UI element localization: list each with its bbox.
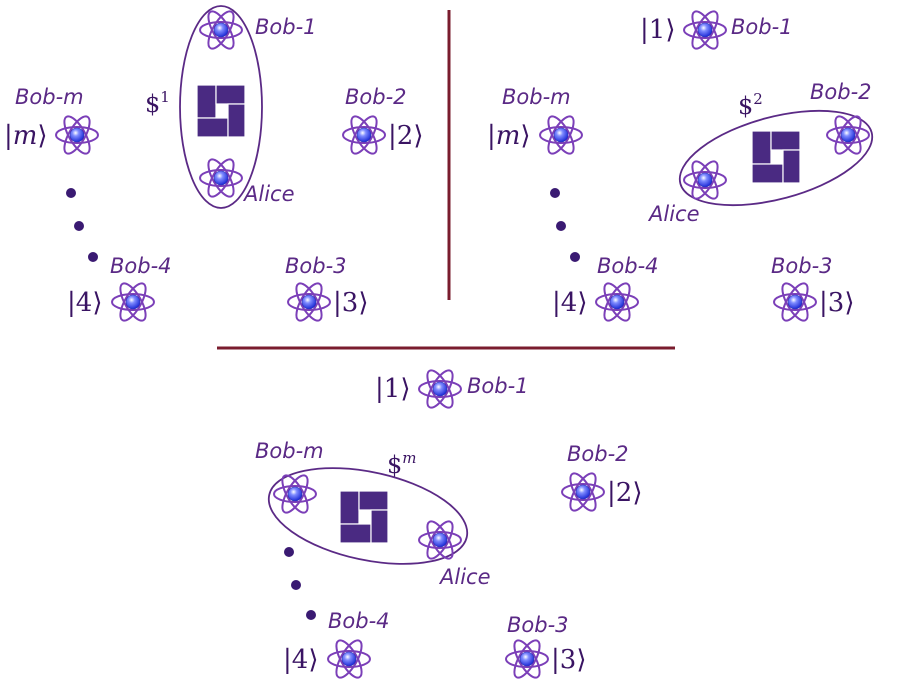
ket-4: |4⟩ xyxy=(67,288,102,318)
ellipsis-dot xyxy=(284,547,294,557)
bob-3-label: Bob-3 xyxy=(771,254,833,278)
atom-icon xyxy=(55,111,99,159)
alice-label: Alice xyxy=(438,565,491,589)
ket-m: |m⟩ xyxy=(4,121,48,151)
atom-icon xyxy=(595,278,639,326)
quantum-channel-box-icon xyxy=(339,490,389,544)
atom-icon xyxy=(418,516,462,564)
bob-3-label: Bob-3 xyxy=(507,613,569,637)
channel-symbol: $1 xyxy=(145,88,170,118)
bob-2-label: Bob-2 xyxy=(810,80,872,104)
ellipsis-dot xyxy=(291,580,301,590)
atom-icon xyxy=(342,111,386,159)
atom-icon xyxy=(683,6,727,54)
atom-icon xyxy=(418,365,462,413)
bob-3-label: Bob-3 xyxy=(285,254,347,278)
ellipsis-dot xyxy=(74,221,84,231)
ket-1: |1⟩ xyxy=(640,15,675,45)
ellipsis-dot xyxy=(570,252,580,262)
bob-m-label: Bob-m xyxy=(502,85,571,109)
bob-m-label: Bob-m xyxy=(15,85,84,109)
ket-4: |4⟩ xyxy=(283,645,318,675)
channel-ellipse xyxy=(678,109,874,207)
bob-2-label: Bob-2 xyxy=(345,85,407,109)
atom-icon xyxy=(539,111,583,159)
atom-icon xyxy=(287,278,331,326)
alice-label: Alice xyxy=(647,202,700,226)
atom-icon xyxy=(505,635,549,683)
atom-icon xyxy=(199,6,243,54)
panel-3: |1⟩ Bob-1 Bob-m $m Alice Bob-2 |2⟩ Bob-4… xyxy=(255,365,642,683)
bob-1-label: Bob-1 xyxy=(255,15,317,39)
channel-symbol: $m xyxy=(387,449,417,479)
ellipsis-dot xyxy=(556,221,566,231)
bob-m-label: Bob-m xyxy=(255,439,324,463)
atom-icon xyxy=(199,154,243,202)
quantum-channel-box-icon xyxy=(751,130,801,184)
ket-m: |m⟩ xyxy=(487,121,531,151)
panel-2: |1⟩ Bob-1 $2 Bob-2 Alice Bob-m |m⟩ Bob-4… xyxy=(487,6,874,326)
channel-ellipse xyxy=(179,5,263,209)
channel-ellipse xyxy=(267,467,469,565)
ket-3: |3⟩ xyxy=(333,288,368,318)
atom-icon xyxy=(327,635,371,683)
bob-4-label: Bob-4 xyxy=(597,254,659,278)
ellipsis-dot xyxy=(306,610,316,620)
ellipsis-dot xyxy=(66,188,76,198)
alice-label: Alice xyxy=(242,182,295,206)
bob-1-label: Bob-1 xyxy=(731,15,793,39)
atom-icon xyxy=(273,470,317,518)
ket-3: |3⟩ xyxy=(551,645,586,675)
bob-4-label: Bob-4 xyxy=(110,254,172,278)
bob-1-label: Bob-1 xyxy=(467,374,529,398)
bob-2-label: Bob-2 xyxy=(567,442,629,466)
channel-symbol: $2 xyxy=(738,90,763,120)
ellipsis-dot xyxy=(550,188,560,198)
ket-2: |2⟩ xyxy=(388,121,423,151)
atom-icon xyxy=(773,278,817,326)
ket-1: |1⟩ xyxy=(375,374,410,404)
ket-2: |2⟩ xyxy=(607,478,642,508)
ket-3: |3⟩ xyxy=(819,288,854,318)
ket-4: |4⟩ xyxy=(552,288,587,318)
panel-1: Bob-1 $1 Alice Bob-m |m⟩ Bob-2 |2⟩ Bob-4… xyxy=(4,5,423,326)
ellipsis-dot xyxy=(88,252,98,262)
atom-icon xyxy=(561,468,605,516)
atom-icon xyxy=(111,278,155,326)
bob-4-label: Bob-4 xyxy=(328,609,390,633)
quantum-channel-box-icon xyxy=(196,84,246,138)
